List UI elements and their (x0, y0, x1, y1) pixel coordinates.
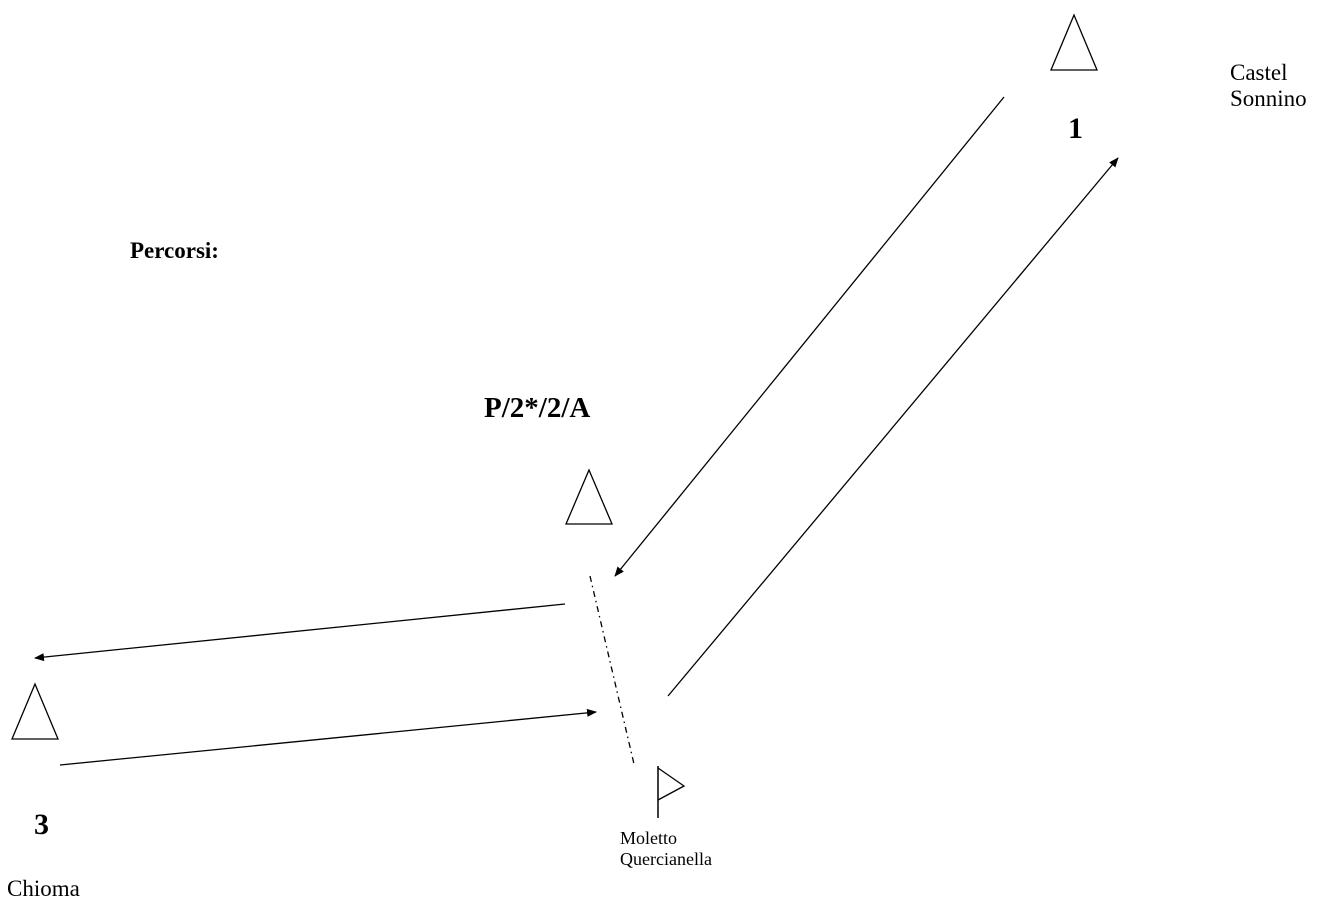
buoy-mark-1-icon (1050, 13, 1098, 71)
mark-3-number: 3 (34, 808, 49, 841)
mark-3-name-label: Chioma (7, 876, 80, 901)
start-flag-icon (657, 766, 686, 818)
diagram-title: Percorsi: (130, 238, 219, 263)
leg-mark-3-to-line (59, 708, 597, 766)
buoy-mark-2-icon (565, 468, 613, 525)
buoy-mark-3-icon (11, 682, 59, 740)
leg-line-to-mark-3 (34, 603, 566, 662)
start-name-line-2: Quercianella (620, 849, 712, 869)
mark-1-number: 1 (1068, 112, 1083, 145)
leg-mark-1-to-line (614, 96, 1005, 577)
mark-1-name-line-2: Sonnino (1230, 86, 1307, 111)
start-name-line-1: Moletto (620, 828, 677, 848)
mark-1-name-line-1: Castel (1230, 60, 1288, 85)
mark-1-name-label: Castel Sonnino (1230, 60, 1307, 112)
start-name-label: Moletto Quercianella (620, 828, 712, 870)
leg-start-to-mark-1 (667, 157, 1119, 697)
start-line (589, 575, 635, 765)
course-code-label: P/2*/2/A (484, 392, 591, 424)
